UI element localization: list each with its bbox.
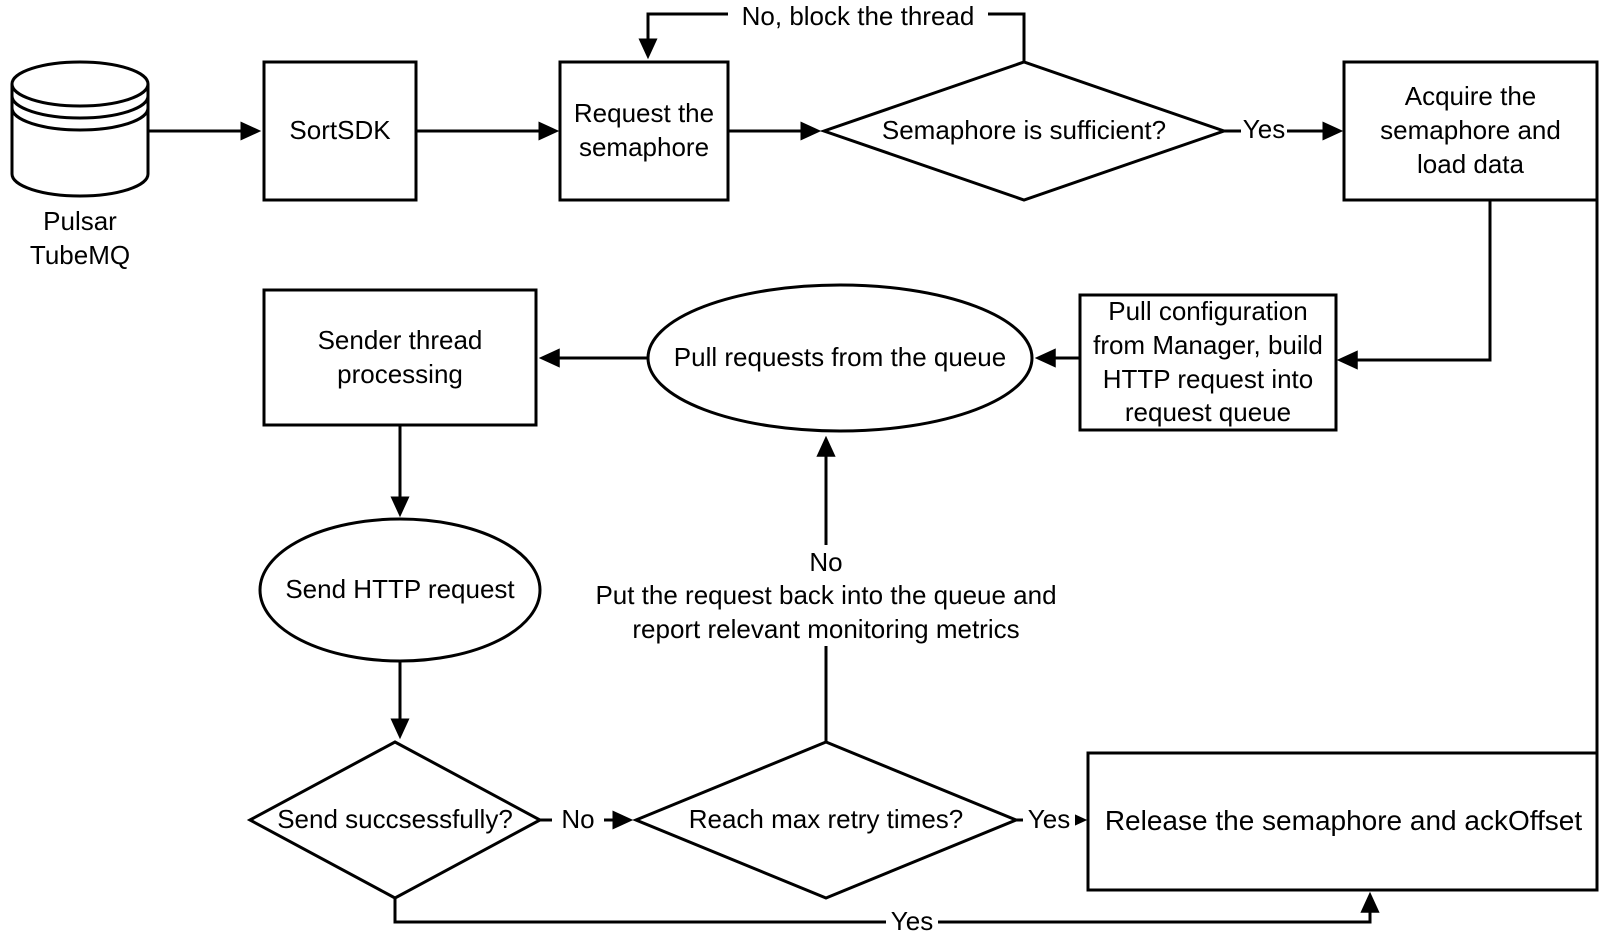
release-semaphore-box (1086, 751, 1599, 892)
arrow-no-block-loop (638, 12, 1026, 62)
sender-thread-box (262, 288, 538, 427)
send-http-ellipse (258, 517, 542, 663)
sortsdk-box (262, 60, 418, 202)
request-semaphore-box (558, 60, 730, 202)
arrow-acquire-to-pullconfig (1336, 200, 1492, 370)
send-successfully-diamond (246, 740, 544, 900)
pull-requests-ellipse (646, 283, 1034, 433)
arrow-yes-send-to-release (393, 891, 1380, 924)
pulsar-cylinder-body (10, 84, 150, 198)
pulsar-cylinder-ring-2 (10, 107, 150, 132)
acquire-semaphore-box (1342, 60, 1599, 202)
pull-configuration-box (1078, 293, 1338, 432)
pulsar-cylinder-ring-1 (10, 95, 150, 120)
reach-max-retry-diamond (632, 740, 1020, 900)
semaphore-sufficient-diamond (819, 60, 1229, 202)
pulsar-cylinder-top (10, 60, 150, 108)
